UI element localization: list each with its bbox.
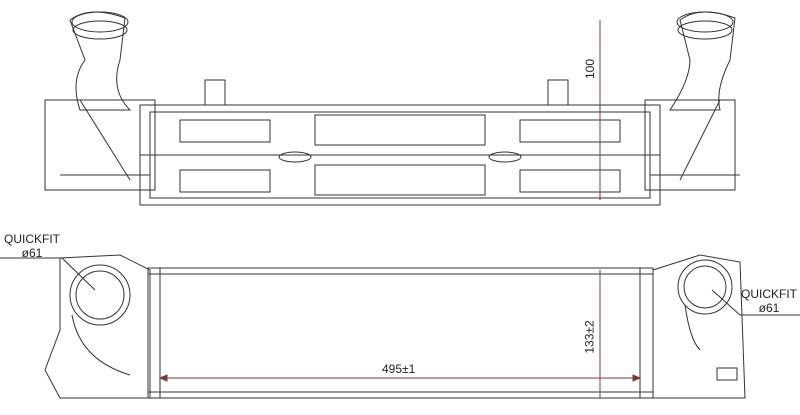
front-height-dimension: 133±2 — [582, 320, 597, 354]
top-height-dimension-label: 100 — [583, 58, 598, 80]
left-port-label: QUICKFIT ø61 — [2, 232, 62, 260]
right-port-label: QUICKFIT ø61 — [738, 287, 800, 315]
right-port-diameter: ø61 — [758, 301, 780, 315]
right-port-type: QUICKFIT — [741, 287, 797, 301]
left-port-diameter: ø61 — [21, 246, 43, 260]
left-port-type: QUICKFIT — [4, 232, 60, 246]
top-view — [44, 11, 740, 206]
front-view — [0, 254, 800, 399]
width-dimension: 495±1 — [382, 362, 416, 376]
front-dimensions — [158, 270, 642, 398]
